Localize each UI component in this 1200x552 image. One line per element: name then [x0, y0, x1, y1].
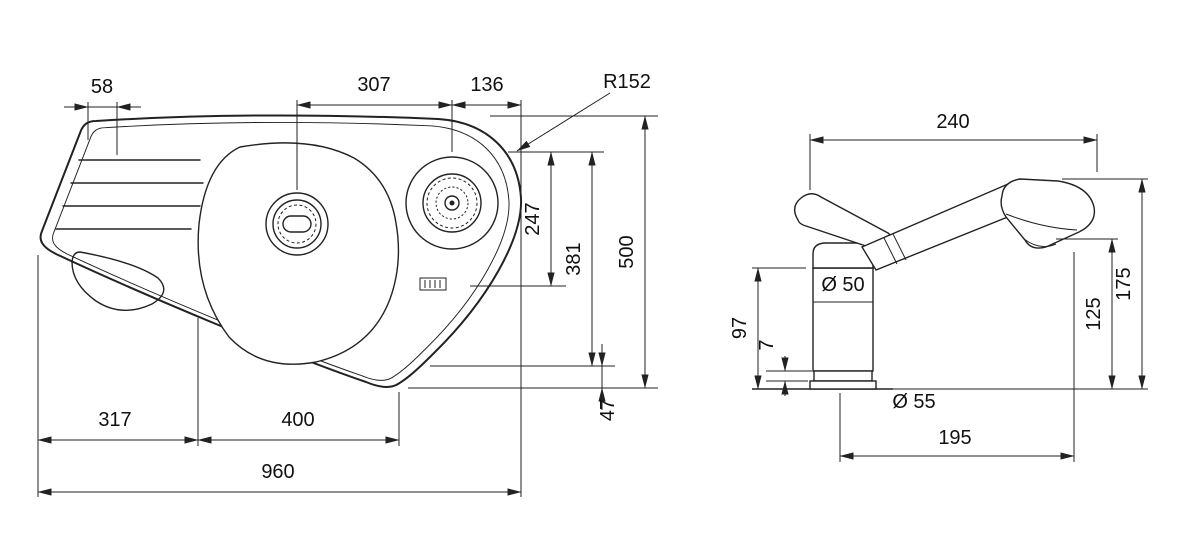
spray-head-seam — [1005, 213, 1078, 231]
dim-317-label: 317 — [98, 409, 131, 431]
faucet-dimensions: 240 Ø 50 97 7 Ø 55 125 — [729, 111, 1148, 462]
dim-400-label: 400 — [281, 409, 314, 431]
dim-right-verticals: 247 381 500 47 — [408, 115, 658, 421]
spray-nozzle — [1023, 238, 1057, 248]
dim-175: 175 — [1062, 178, 1148, 390]
dia-55-label: Ø 55 — [892, 391, 935, 413]
dim-240: 240 — [809, 111, 1098, 190]
dim-136-label: 136 — [470, 74, 503, 96]
overflow-grille — [419, 277, 447, 291]
faucet-spout — [860, 183, 1021, 271]
dia-50-label: Ø 50 — [821, 274, 864, 296]
dim-97: 97 — [729, 267, 806, 390]
dim-47-label: 47 — [597, 399, 619, 421]
dim-240-label: 240 — [936, 111, 969, 133]
faucet-base-plate — [809, 380, 877, 390]
dim-125-label: 125 — [1083, 297, 1105, 330]
sink-top-view — [39, 114, 523, 388]
spout-joint-tick-2 — [892, 233, 907, 261]
faucet-body — [812, 267, 874, 372]
dim-307-label: 307 — [357, 74, 390, 96]
dim-r152: R152 — [516, 71, 651, 152]
dim-195: 195 — [839, 252, 1075, 462]
dim-7: 7 — [756, 339, 812, 396]
faucet-base-collar — [813, 370, 873, 382]
faucet-side-view — [752, 178, 1096, 390]
radius-label: R152 — [603, 71, 651, 93]
dim-bottom: 317 400 960 — [37, 255, 522, 497]
dim-307-136: 307 136 — [296, 74, 522, 497]
dim-247-label: 247 — [522, 202, 544, 235]
spout-joint-tick — [883, 237, 898, 265]
dim-960-label: 960 — [261, 461, 294, 483]
faucet-lever — [793, 193, 893, 254]
dim-58: 58 — [64, 76, 141, 155]
dim-500-label: 500 — [616, 235, 638, 268]
main-bowl-drain — [265, 192, 329, 256]
small-bowl-strainer — [422, 173, 482, 233]
dim-175-label: 175 — [1113, 267, 1135, 300]
main-bowl — [197, 142, 400, 365]
dim-381-label: 381 — [563, 242, 585, 275]
sink-inner-rim — [52, 121, 510, 381]
dim-125: 125 — [1056, 238, 1118, 390]
dim-58-label: 58 — [91, 76, 113, 98]
drainer-ribs — [55, 159, 204, 230]
sink-dimensions: 58 307 136 R152 247 381 — [37, 71, 658, 497]
dim-7-label: 7 — [756, 339, 778, 350]
spray-head — [1000, 178, 1096, 249]
dim-195-label: 195 — [938, 427, 971, 449]
dim-97-label: 97 — [729, 317, 751, 339]
drainer-shelf — [71, 251, 165, 311]
